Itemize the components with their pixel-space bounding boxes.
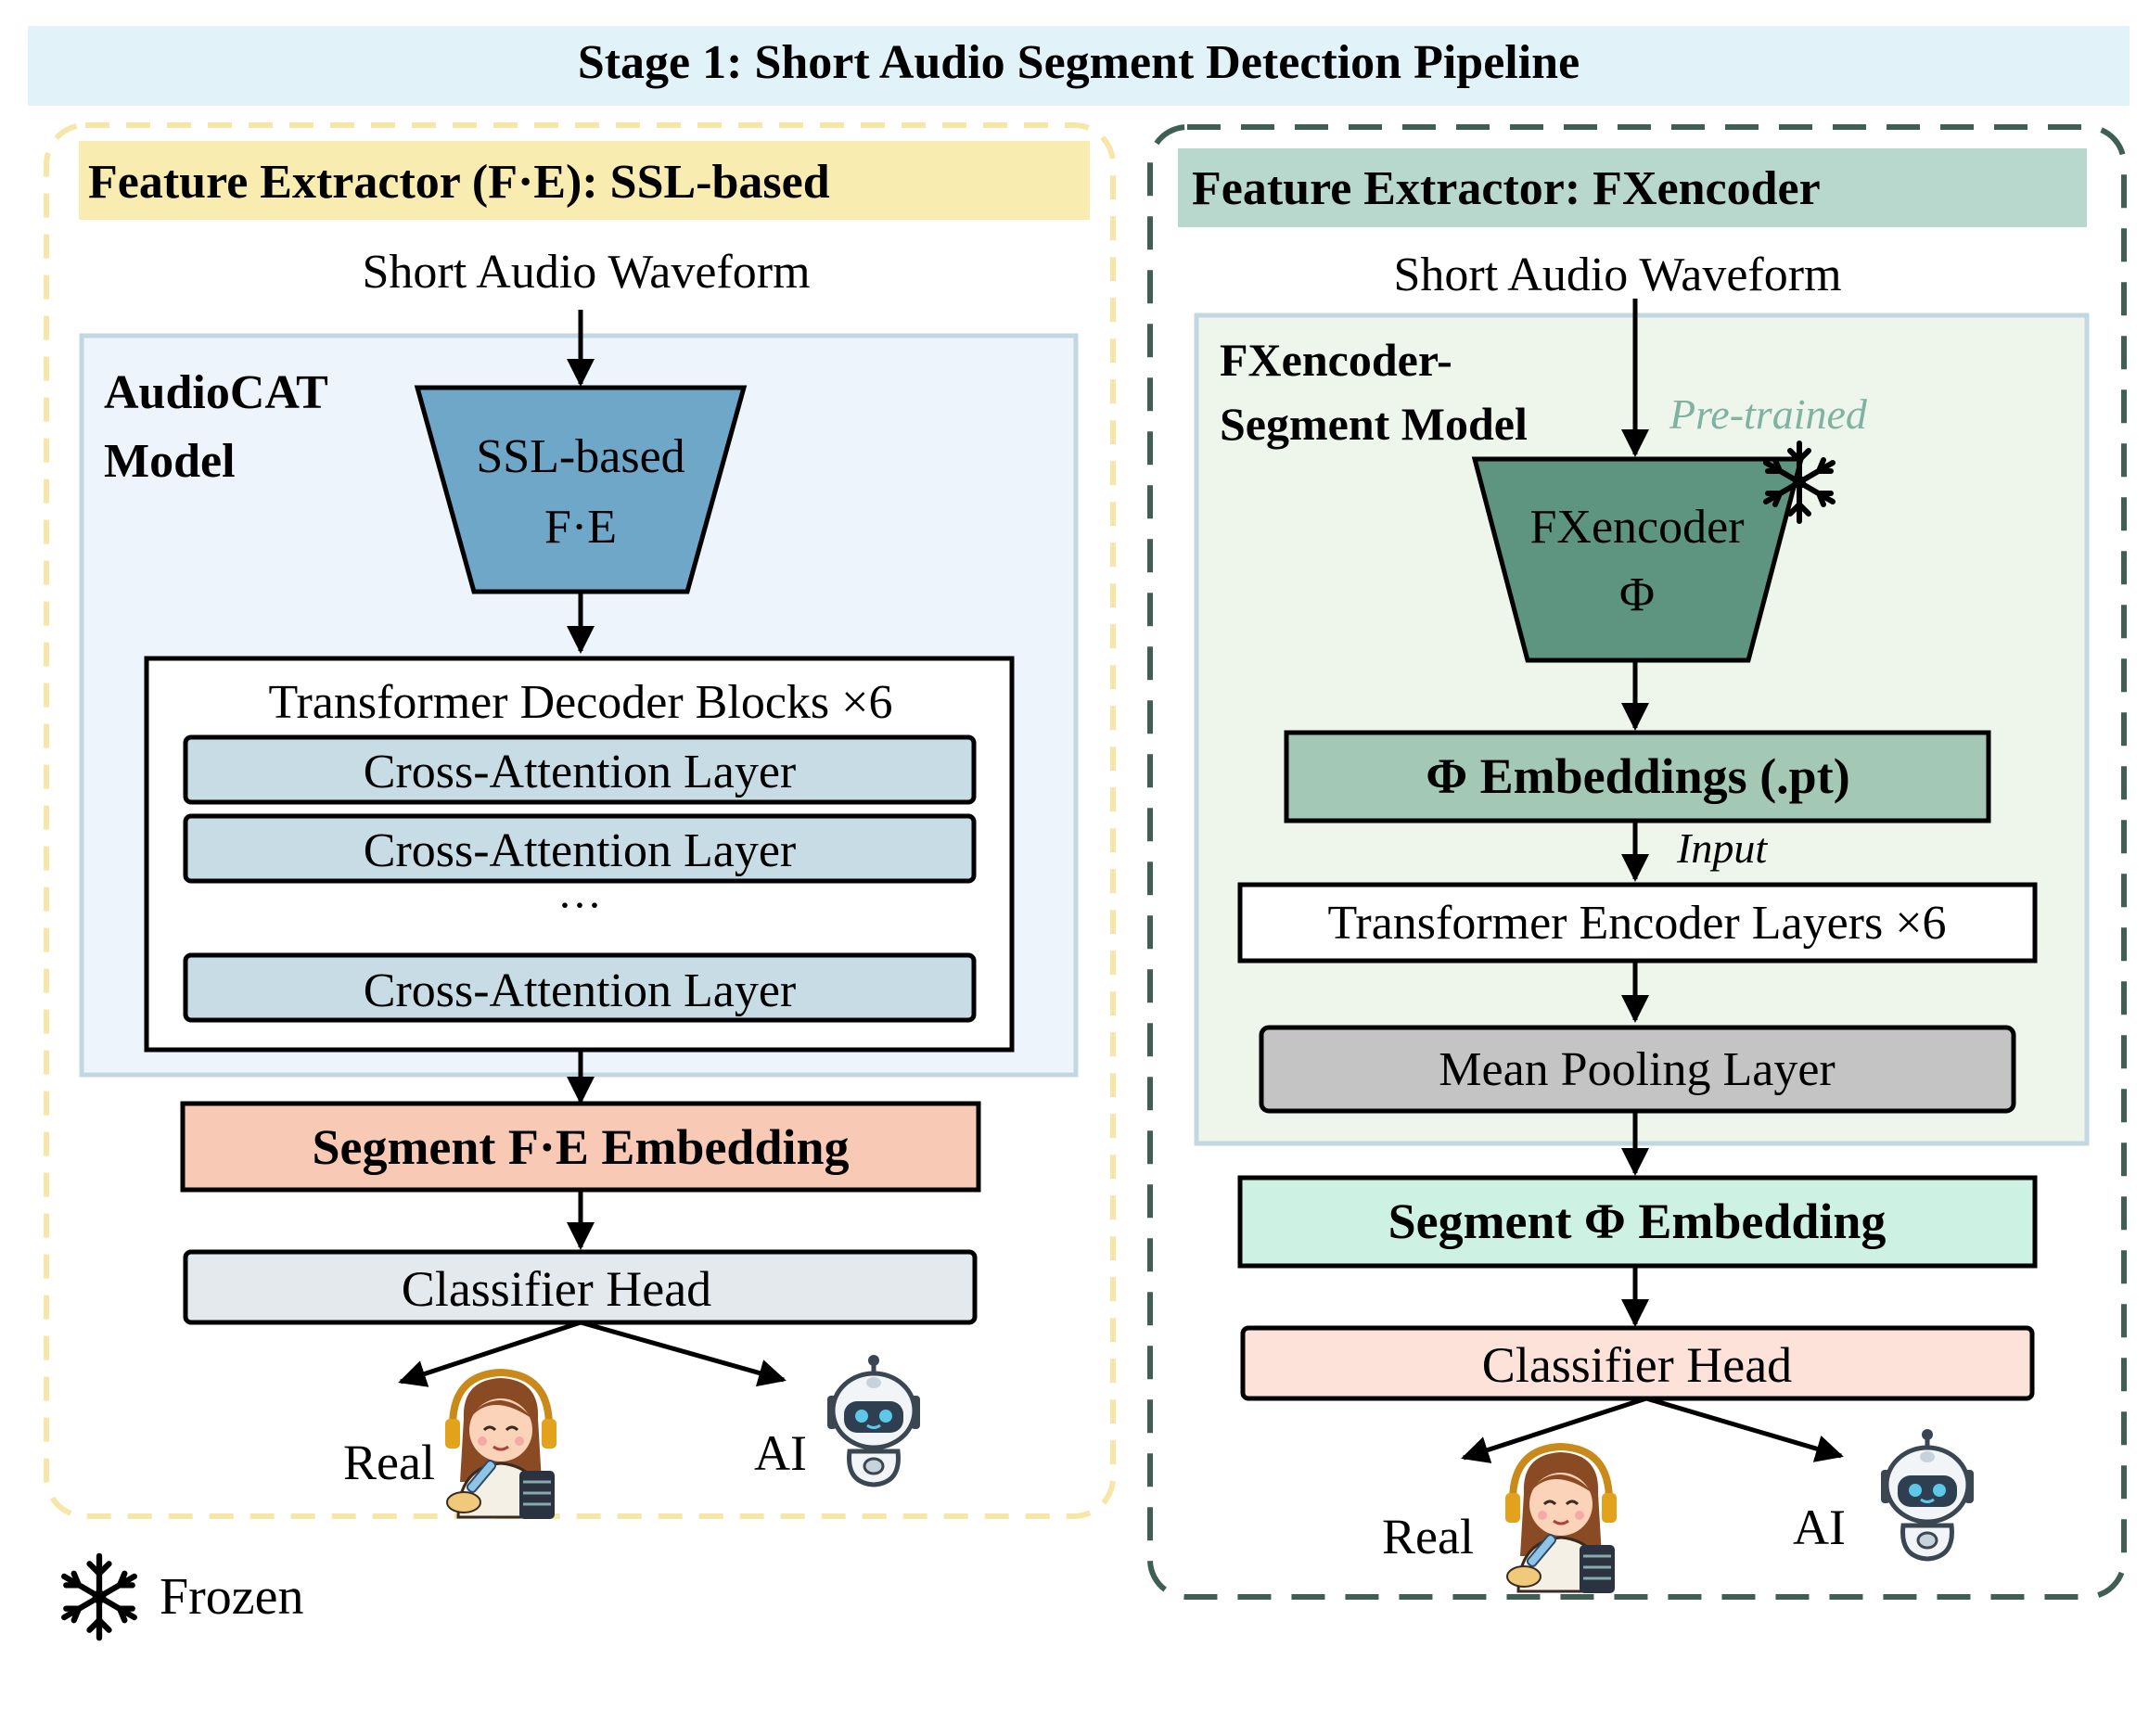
left-real-label: Real (343, 1435, 435, 1490)
right-input-label: Short Audio Waveform (1393, 249, 1841, 301)
fxencoder-label-line1: FXencoder (1529, 501, 1744, 554)
arrow-right-to-real (1461, 1396, 1647, 1463)
left-human-icon (445, 1372, 556, 1519)
fxencoder-block (1471, 456, 1805, 663)
cross-attention-layer-1-label: Cross-Attention Layer (364, 746, 796, 798)
segment-fe-embedding-label: Segment F·E Embedding (312, 1119, 849, 1175)
input-note-label: Input (1676, 824, 1768, 872)
segment-phi-embedding-label: Segment Φ Embedding (1388, 1194, 1887, 1249)
right-header-bg (1178, 148, 2087, 227)
pretrained-label: Pre-trained (1669, 390, 1868, 438)
right-header: Feature Extractor: FXencoder (1192, 162, 1821, 215)
snowflake-legend-icon (64, 1556, 134, 1638)
right-ai-label: AI (1793, 1500, 1846, 1555)
title-bar (28, 26, 2130, 106)
right-human-icon (1505, 1447, 1617, 1593)
right-classifier-head-box (1240, 1325, 2035, 1401)
right-robot-icon (1881, 1429, 1974, 1559)
left-header: Feature Extractor (F·E): SSL-based (88, 156, 830, 209)
segment-phi-embedding-box (1237, 1175, 2038, 1269)
cross-attention-layer-1 (183, 734, 977, 805)
right-panel-border (1147, 124, 2127, 1600)
segment-fe-embedding-box (180, 1101, 981, 1193)
ssl-label-line1: SSL-based (476, 430, 684, 483)
fxencoder-model-label-line2: Segment Model (1220, 398, 1528, 450)
cross-attention-layer-3-label: Cross-Attention Layer (364, 964, 796, 1017)
transformer-encoder-box (1237, 882, 2038, 964)
fxencoder-label-line2: Φ (1619, 568, 1655, 621)
cross-attention-layer-2 (183, 813, 977, 884)
layers-ellipsis: ··· (557, 881, 602, 930)
cross-attention-layer-2-label: Cross-Attention Layer (364, 824, 796, 877)
diagram-title: Stage 1: Short Audio Segment Detection P… (578, 36, 1580, 89)
left-panel-border (44, 122, 1116, 1519)
fxencoder-model-label-line1: FXencoder- (1220, 334, 1452, 386)
audiocat-label-line1: AudioCAT (104, 366, 328, 419)
ssl-feature-extractor (414, 385, 748, 594)
phi-embeddings-box (1284, 730, 1991, 823)
transformer-decoder-title: Transformer Decoder Blocks ×6 (269, 676, 893, 729)
legend-frozen-label: Frozen (160, 1568, 304, 1626)
left-ai-label: AI (754, 1425, 807, 1481)
arrow-left-to-real (398, 1320, 582, 1387)
ssl-label-line2: F·E (544, 501, 617, 554)
arrow-left-to-ai (580, 1320, 787, 1387)
right-real-label: Real (1382, 1509, 1474, 1564)
phi-embeddings-label: Φ Embeddings (.pt) (1426, 748, 1849, 804)
right-classifier-head-label: Classifier Head (1482, 1337, 1792, 1393)
audiocat-label-line2: Model (104, 435, 236, 488)
mean-pooling-label: Mean Pooling Layer (1439, 1043, 1835, 1096)
left-input-label: Short Audio Waveform (362, 246, 810, 299)
cross-attention-layer-3 (183, 952, 977, 1023)
transformer-encoder-label: Transformer Encoder Layers ×6 (1327, 897, 1946, 950)
left-robot-icon (827, 1355, 920, 1485)
arrow-right-to-ai (1645, 1396, 1844, 1462)
left-classifier-head-label: Classifier Head (402, 1261, 711, 1317)
left-header-bg (79, 141, 1090, 220)
